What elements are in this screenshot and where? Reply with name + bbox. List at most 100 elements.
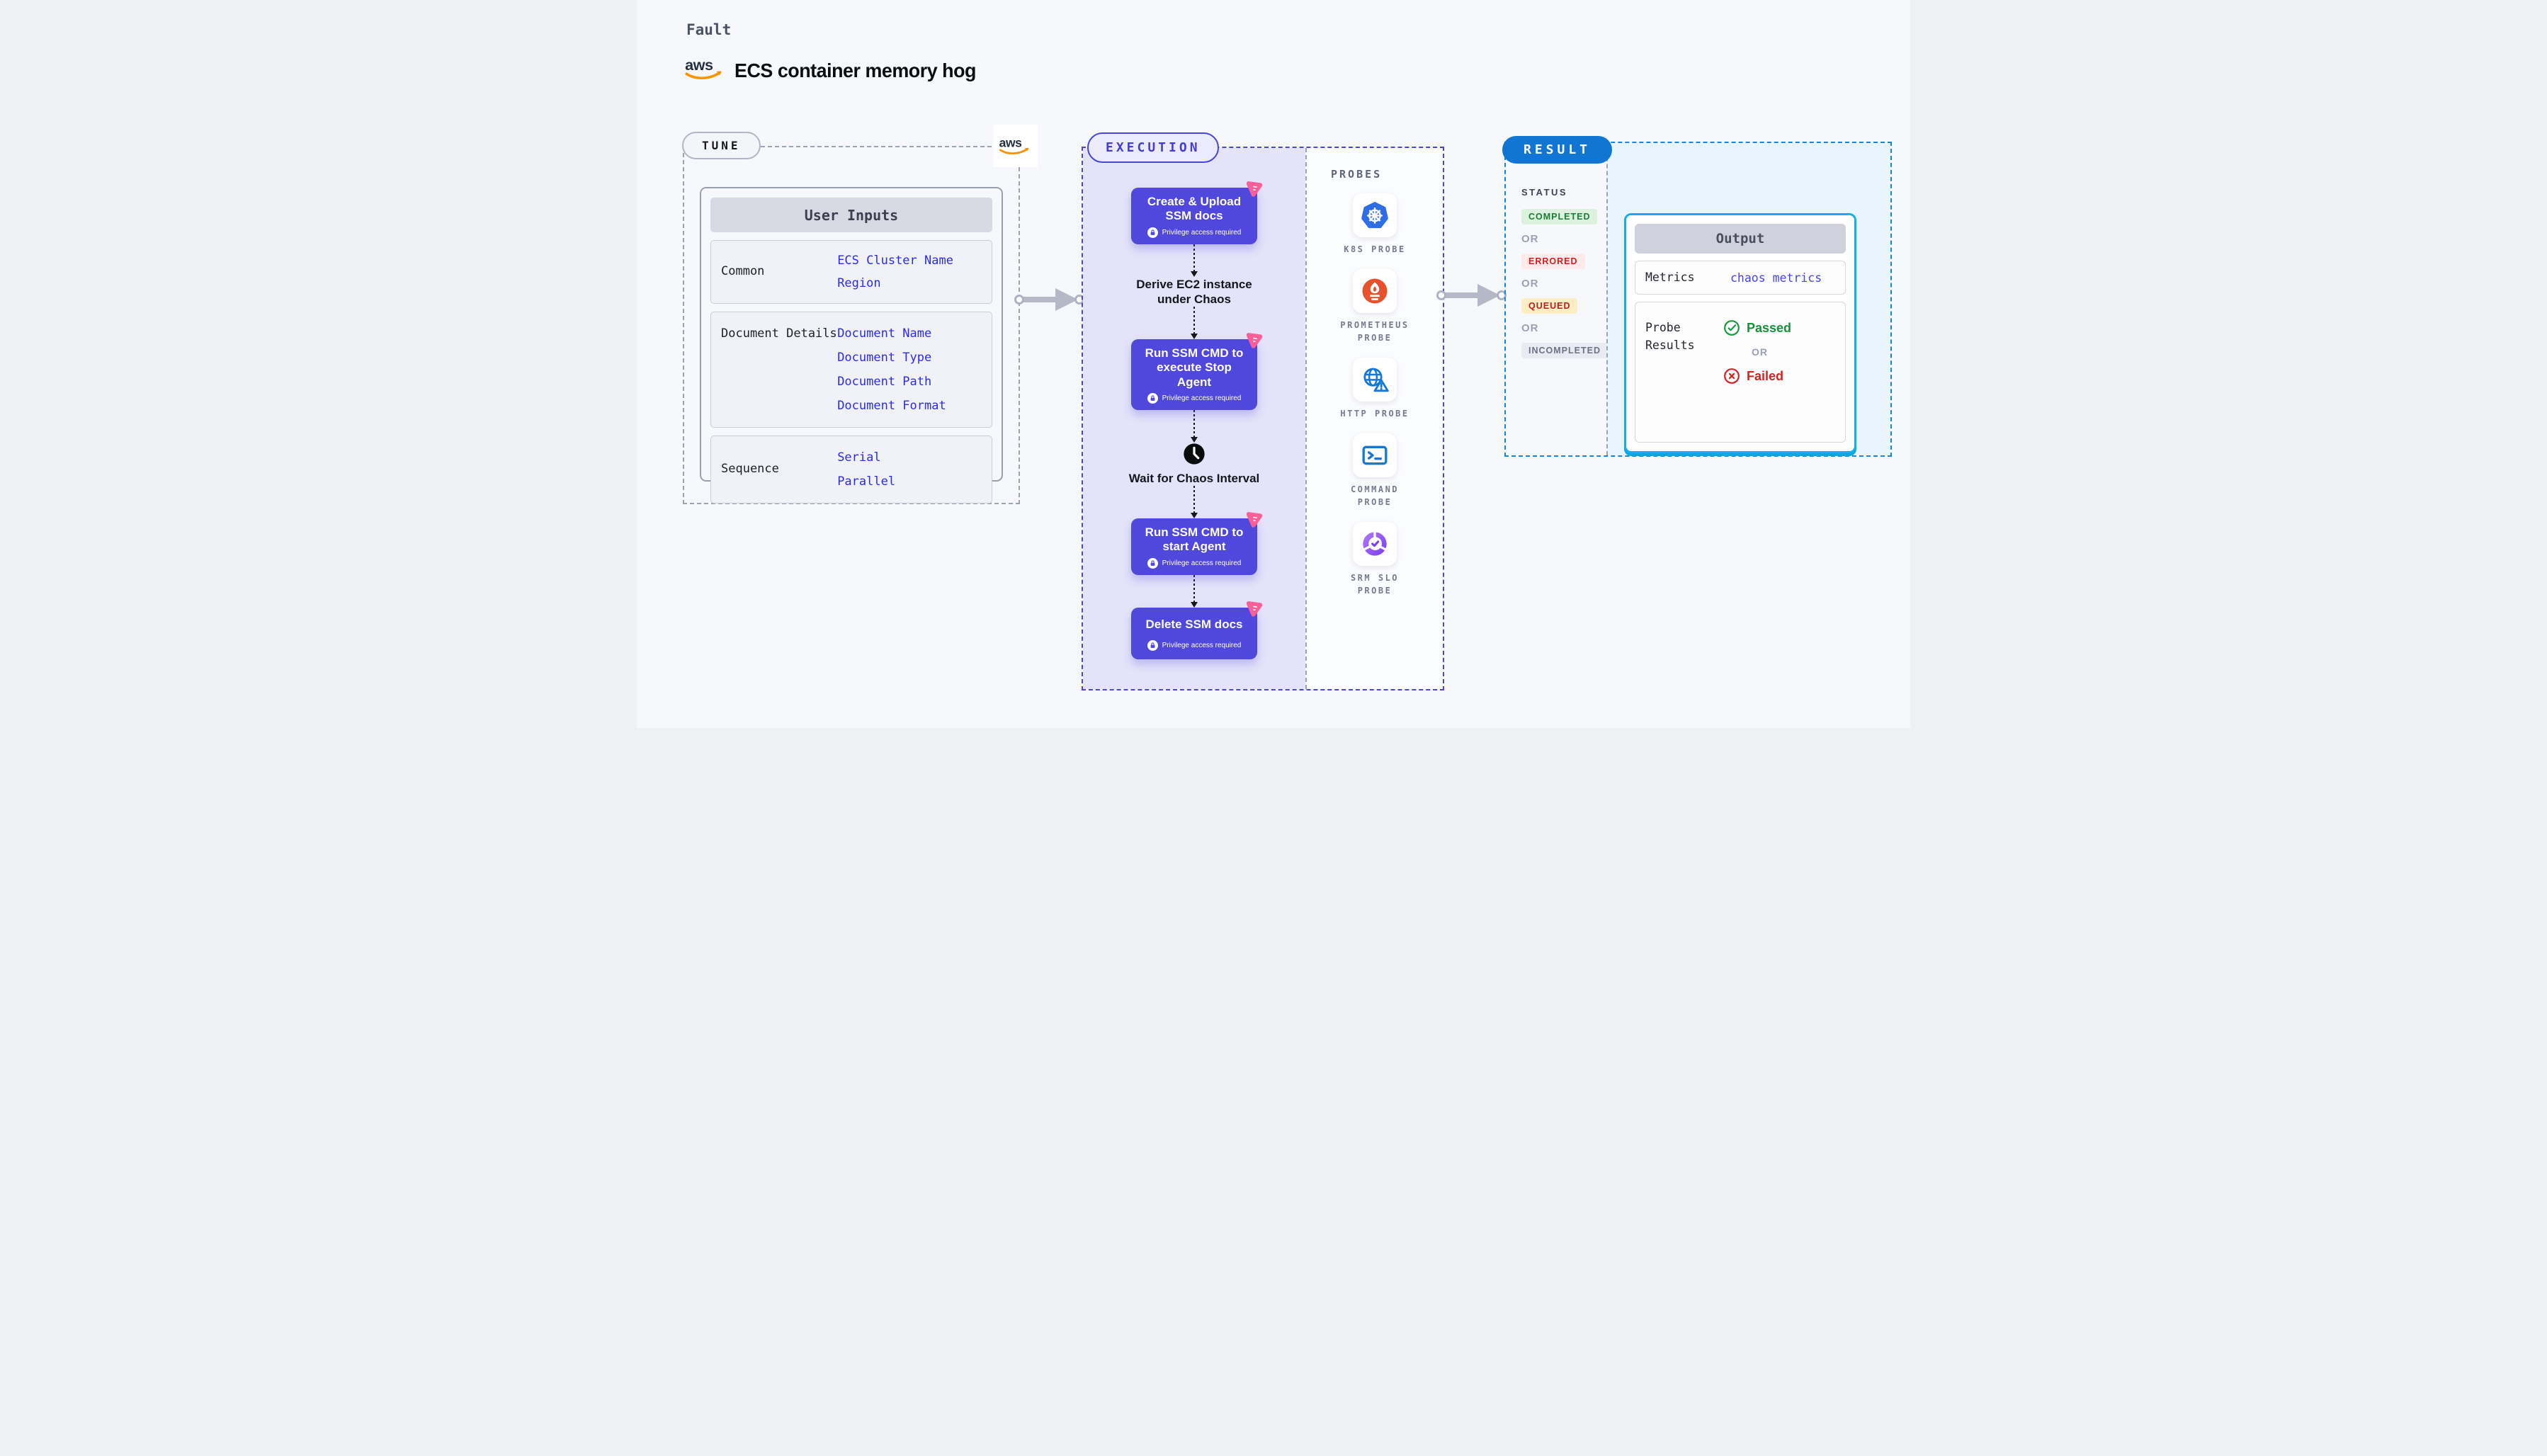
probe-item-command: COMMAND PROBE [1332, 433, 1417, 508]
execution-steps-area: Create & Upload SSM docs Privilege acces… [1083, 148, 1305, 689]
fault-kicker: Fault [686, 21, 732, 38]
step-title: Wait for Chaos Interval [1128, 471, 1260, 485]
slo-donut-check-icon [1363, 531, 1387, 556]
output-header: Output [1635, 224, 1846, 254]
execution-section-box: Create & Upload SSM docs Privilege acces… [1082, 147, 1444, 690]
probe-label: K8S PROBE [1344, 244, 1406, 254]
probe-item-prometheus: PROMETHEUS PROBE [1332, 269, 1417, 344]
chaos-flag-icon [1244, 178, 1264, 199]
privilege-label: Privilege access required [1162, 394, 1242, 403]
input-link-document-format[interactable]: Document Format [837, 398, 946, 413]
failed-label: Failed [1747, 368, 1784, 383]
input-link-parallel[interactable]: Parallel [837, 474, 896, 489]
row-label: Sequence [721, 462, 779, 477]
probe-results-label: Probe Results [1645, 321, 1695, 352]
probe-label: HTTP PROBE [1340, 409, 1409, 419]
status-title: STATUS [1521, 187, 1568, 198]
flow-connector [1191, 244, 1198, 277]
aws-mini-logo-icon [994, 125, 1038, 167]
flow-connector [1191, 574, 1198, 608]
table-row-sequence: Sequence Serial Parallel [710, 436, 992, 504]
lock-icon [1147, 227, 1158, 238]
result-section-box: STATUS COMPLETED OR ERRORED OR QUEUED OR… [1504, 142, 1892, 457]
probe-result-passed: Passed [1723, 319, 1791, 336]
or-label: OR [1521, 322, 1539, 334]
step-title: Create & Upload SSM docs [1147, 195, 1242, 223]
flow-connector [1191, 410, 1198, 443]
execution-to-result-arrow-icon [1436, 284, 1507, 307]
passed-label: Passed [1747, 320, 1792, 335]
x-circle-icon [1724, 368, 1740, 384]
privilege-label: Privilege access required [1162, 642, 1242, 650]
lock-icon [1147, 640, 1158, 652]
prometheus-probe-card [1353, 269, 1397, 313]
metrics-label: Metrics [1645, 270, 1695, 284]
input-link-document-path[interactable]: Document Path [837, 374, 932, 389]
probe-label: PROMETHEUS PROBE [1340, 320, 1409, 343]
prometheus-icon [1362, 278, 1388, 304]
step-wait-for-chaos-interval: Wait for Chaos Interval [1127, 443, 1261, 486]
step-title: Run SSM CMD to execute Stop Agent [1145, 346, 1244, 389]
probe-label: SRM SLO PROBE [1350, 573, 1400, 596]
chaos-flag-icon [1244, 330, 1264, 351]
srm-slo-probe-card [1353, 522, 1397, 566]
probe-result-failed: Failed [1723, 368, 1791, 385]
result-output-area: Output Metrics chaos metrics Probe Resul… [1606, 143, 1890, 455]
row-label: Common [721, 264, 765, 279]
input-link-region[interactable]: Region [837, 275, 881, 290]
probe-item-srm-slo: SRM SLO PROBE [1332, 522, 1417, 597]
probes-column: PROBES K8S PROBE [1305, 148, 1443, 689]
or-label: OR [1521, 278, 1539, 290]
table-row-common: Common ECS Cluster Name Region [710, 240, 992, 304]
user-inputs-table: User Inputs Common ECS Cluster Name Regi… [700, 187, 1003, 504]
step-create-upload-ssm-docs: Create & Upload SSM docs Privilege acces… [1131, 188, 1257, 244]
probes-title: PROBES [1331, 168, 1383, 181]
status-column: STATUS COMPLETED OR ERRORED OR QUEUED OR… [1506, 143, 1608, 455]
status-badge-completed: COMPLETED [1521, 209, 1598, 224]
chaos-metrics-link[interactable]: chaos metrics [1730, 271, 1822, 285]
command-probe-card [1353, 433, 1397, 477]
probe-results-row: Probe Results Passed OR [1635, 302, 1846, 443]
input-link-ecs-cluster-name[interactable]: ECS Cluster Name [837, 253, 953, 268]
step-delete-ssm-docs: Delete SSM docs Privilege access require… [1131, 608, 1257, 660]
page-title: ECS container memory hog [734, 59, 976, 81]
http-probe-card [1353, 358, 1397, 402]
row-label: Document Details [721, 326, 837, 341]
tune-badge: TUNE [682, 132, 761, 159]
status-badge-incompleted: INCOMPLETED [1521, 343, 1608, 358]
step-run-ssm-cmd-start-agent: Run SSM CMD to start Agent Privilege acc… [1131, 518, 1257, 575]
status-badge-queued: QUEUED [1521, 298, 1578, 314]
probe-item-http: HTTP PROBE [1332, 358, 1417, 420]
input-link-document-name[interactable]: Document Name [837, 326, 932, 341]
tune-section-box [683, 146, 1020, 504]
output-card: Output Metrics chaos metrics Probe Resul… [1624, 213, 1856, 453]
input-link-serial[interactable]: Serial [837, 450, 881, 465]
metrics-row: Metrics chaos metrics [1635, 261, 1846, 295]
step-title: Delete SSM docs [1145, 617, 1243, 631]
user-inputs-header: User Inputs [710, 198, 992, 232]
clock-icon [1184, 443, 1205, 465]
flow-connector [1191, 307, 1198, 339]
table-row-document-details: Document Details Document Name Document … [710, 312, 992, 428]
flow-connector [1191, 486, 1198, 519]
or-label: OR [1752, 346, 1768, 358]
probe-label: COMMAND PROBE [1350, 484, 1400, 507]
fault-diagram-page: Fault ECS container memory hog TUNE User… [637, 0, 1910, 728]
privilege-label: Privilege access required [1162, 559, 1242, 567]
k8s-probe-card [1353, 193, 1397, 237]
execution-badge: EXECUTION [1087, 132, 1219, 163]
terminal-icon [1362, 445, 1388, 465]
privilege-label: Privilege access required [1162, 228, 1242, 237]
chaos-flag-icon [1244, 598, 1264, 619]
probe-item-k8s: K8S PROBE [1332, 193, 1417, 256]
lock-icon [1147, 557, 1158, 569]
step-derive-ec2-instance: Derive EC2 instance under Chaos [1136, 277, 1252, 306]
step-title: Run SSM CMD to start Agent [1145, 525, 1244, 554]
result-badge: RESULT [1502, 136, 1613, 164]
chaos-flag-icon [1244, 509, 1264, 530]
check-circle-icon [1724, 320, 1740, 336]
status-badge-errored: ERRORED [1521, 254, 1585, 269]
input-link-document-type[interactable]: Document Type [837, 350, 932, 365]
tune-to-execution-arrow-icon [1014, 288, 1084, 311]
lock-icon [1147, 393, 1158, 404]
